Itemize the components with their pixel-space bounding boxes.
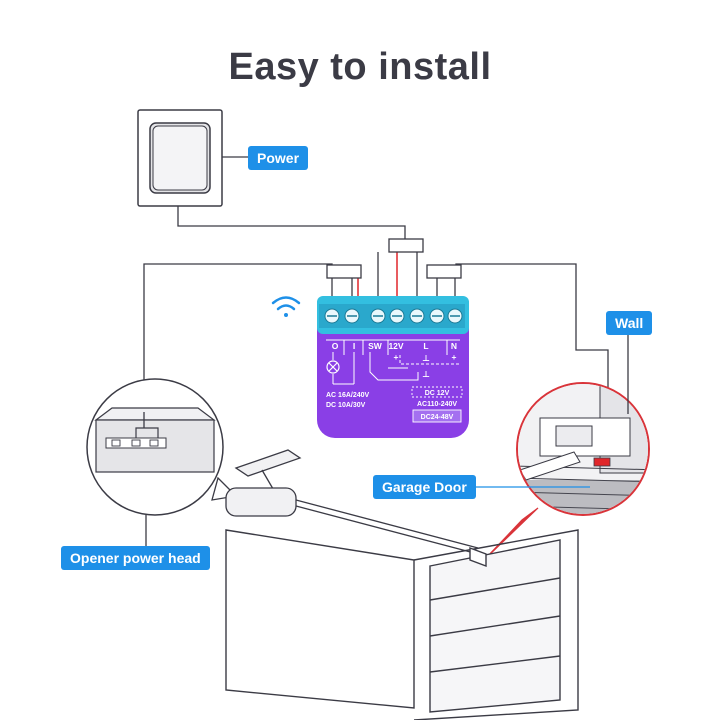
supply-dc12: DC 12V (425, 390, 450, 397)
power-cable (177, 206, 406, 240)
lamp-icon (326, 360, 340, 374)
rating-ac: AC 16A/240V (326, 392, 370, 399)
ground-top: ⊥ (422, 353, 430, 363)
wifi-icon (271, 296, 301, 317)
garage-structure (225, 529, 579, 720)
label-power: Power (248, 146, 309, 170)
smart-relay-device: O I SW 12V L N + + ⊥ ⊥ AC 16A/240V DC 10… (317, 296, 469, 438)
junction-wall (426, 264, 462, 279)
terminal-sw: SW (368, 341, 383, 351)
label-garage-door: Garage Door (373, 475, 476, 499)
junction-opener (326, 264, 362, 279)
wall-zoom-circle (483, 382, 650, 561)
label-wall: Wall (606, 311, 653, 335)
rating-dc: DC 10A/30V (326, 402, 366, 409)
terminal-l: L (423, 341, 428, 351)
supply-ac: AC110-240V (417, 401, 457, 408)
garage-opener-unit (225, 449, 479, 555)
junction-power (388, 238, 424, 253)
supply-dc24: DC24-48V (421, 414, 454, 421)
power-adapter (137, 109, 223, 207)
opener-zoom-circle (86, 378, 238, 516)
terminal-i: I (353, 341, 355, 351)
ground-bottom: ⊥ (422, 369, 430, 379)
terminal-n: N (451, 341, 457, 351)
plus-right: + (452, 352, 457, 362)
label-opener-power-head: Opener power head (61, 546, 210, 570)
plus-left: + (394, 352, 399, 362)
page-title: Easy to install (228, 46, 492, 88)
terminal-12v: 12V (388, 341, 403, 351)
terminal-o: O (332, 341, 339, 351)
